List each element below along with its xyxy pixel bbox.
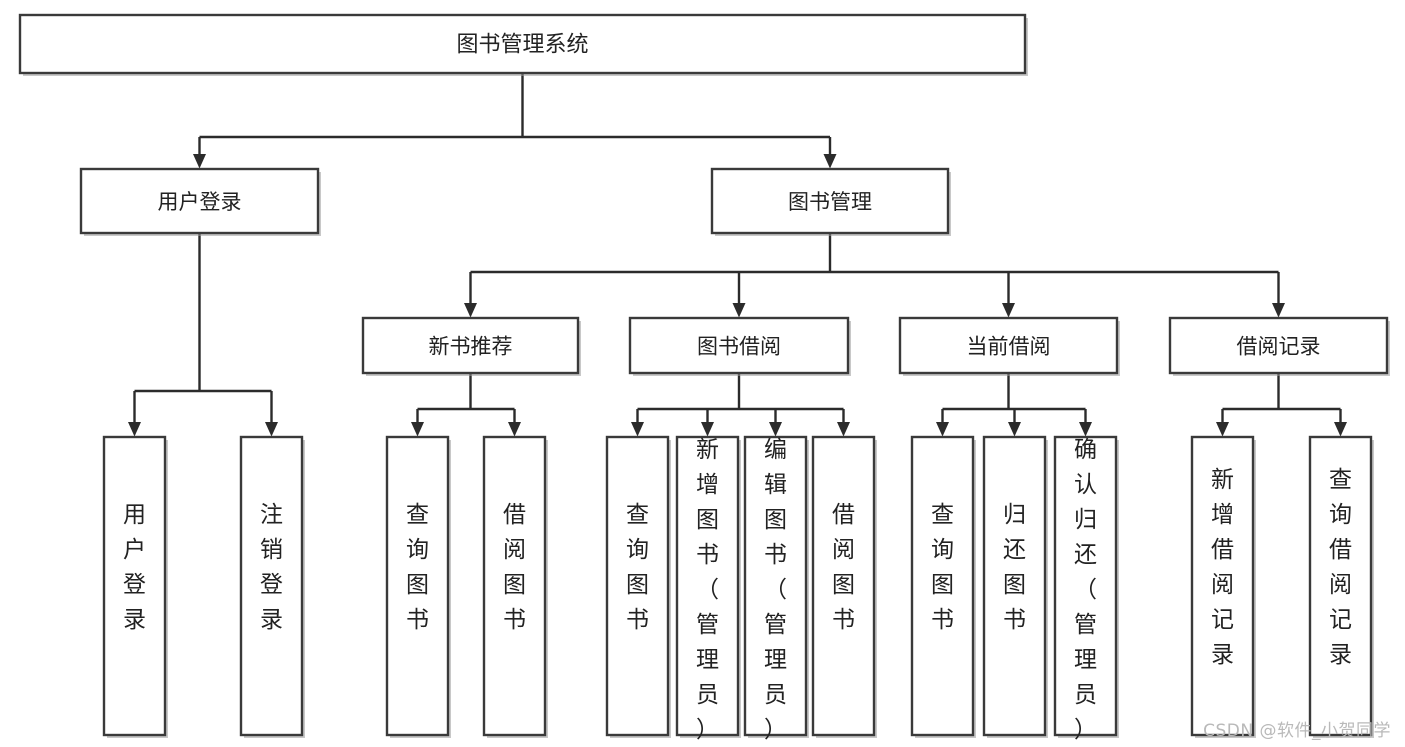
box-outline	[385, 435, 450, 737]
node-leaf-add-book-admin[interactable]: 新增图书（管理员）	[675, 435, 741, 743]
node-label-vertical: 查询图书	[931, 502, 954, 633]
edge-arrowhead	[732, 303, 746, 318]
node-leaf-logout-login[interactable]: 注销登录	[239, 435, 305, 738]
node-leaf-query-borrow-record[interactable]: 查询借阅记录	[1308, 435, 1374, 738]
box-outline	[605, 435, 670, 737]
node-leaf-confirm-return-admin[interactable]: 确认归还（管理员）	[1053, 435, 1119, 743]
edge-arrowhead	[1334, 422, 1347, 437]
node-label: 图书管理系统	[456, 33, 588, 58]
box-outline	[628, 316, 850, 375]
node-user-login[interactable]: 用户登录	[79, 167, 321, 236]
watermark-text: CSDN @软件_小贺同学	[1203, 721, 1391, 741]
box-outline	[482, 435, 547, 737]
edge-arrowhead	[1002, 303, 1015, 318]
node-leaf-edit-book-admin[interactable]: 编辑图书（管理员）	[743, 435, 809, 743]
edge-arrowhead	[823, 154, 837, 169]
box-outline	[910, 435, 975, 737]
edge-arrowhead	[508, 422, 521, 437]
node-label: 图书管理	[788, 190, 872, 214]
edge-arrowhead	[631, 422, 644, 437]
node-leaf-query-book-2[interactable]: 查询图书	[605, 435, 671, 738]
node-borrow-record[interactable]: 借阅记录	[1168, 316, 1390, 376]
node-leaf-query-book-1[interactable]: 查询图书	[385, 435, 451, 738]
nodes-layer: 图书管理系统用户登录图书管理新书推荐图书借阅当前借阅借阅记录用户登录注销登录查询…	[18, 13, 1390, 743]
node-leaf-return-book[interactable]: 归还图书	[982, 435, 1048, 738]
node-label-vertical: 查询图书	[406, 502, 429, 633]
box-outline	[675, 435, 740, 737]
node-label-vertical: 新增借阅记录	[1211, 467, 1234, 668]
node-label-vertical: 注销登录	[260, 502, 283, 633]
node-new-book-recommend[interactable]: 新书推荐	[361, 316, 581, 376]
box-outline	[79, 167, 320, 235]
node-current-borrow[interactable]: 当前借阅	[898, 316, 1120, 376]
edge-arrowhead	[769, 422, 782, 437]
edge-arrowhead	[265, 422, 278, 437]
node-label: 当前借阅	[967, 335, 1051, 359]
node-label-vertical: 用户登录	[123, 502, 146, 633]
node-leaf-borrow-book-2[interactable]: 借阅图书	[811, 435, 877, 738]
edge-arrowhead	[1008, 422, 1021, 437]
box-outline	[1308, 435, 1373, 737]
box-outline	[1053, 435, 1118, 737]
edge-arrowhead	[193, 154, 206, 169]
node-book-borrow[interactable]: 图书借阅	[628, 316, 851, 376]
edge-arrowhead	[1272, 303, 1285, 318]
box-outline	[1190, 435, 1255, 737]
node-leaf-borrow-book-1[interactable]: 借阅图书	[482, 435, 548, 738]
box-outline	[710, 167, 950, 235]
box-outline	[18, 13, 1027, 75]
node-leaf-query-book-3[interactable]: 查询图书	[910, 435, 976, 738]
box-outline	[102, 435, 167, 737]
box-outline	[982, 435, 1047, 737]
node-label-vertical: 借阅图书	[832, 502, 855, 633]
box-outline	[811, 435, 876, 737]
node-root-图书管理系统[interactable]: 图书管理系统	[18, 13, 1028, 76]
box-outline	[743, 435, 808, 737]
edge-arrowhead	[464, 303, 477, 318]
box-outline	[1168, 316, 1389, 375]
node-label-vertical: 查询图书	[626, 502, 649, 633]
node-book-manage[interactable]: 图书管理	[710, 167, 951, 236]
node-label-vertical: 借阅图书	[503, 502, 526, 633]
node-label-vertical: 编辑图书（管理员）	[764, 437, 787, 743]
node-label: 新书推荐	[429, 335, 513, 359]
node-label-vertical: 新增图书（管理员）	[696, 437, 719, 743]
edge-arrowhead	[837, 422, 850, 437]
node-label-vertical: 归还图书	[1003, 502, 1026, 633]
box-outline	[898, 316, 1119, 375]
edge-arrowhead	[1079, 422, 1092, 437]
edge-arrowhead	[701, 422, 714, 437]
edge-arrowhead	[936, 422, 949, 437]
node-label-vertical: 确认归还（管理员）	[1074, 437, 1097, 743]
node-leaf-user-login[interactable]: 用户登录	[102, 435, 168, 738]
edge-arrowhead	[128, 422, 141, 437]
edge-arrowhead	[1216, 422, 1229, 437]
node-label: 用户登录	[158, 190, 242, 214]
box-outline	[361, 316, 580, 375]
box-outline	[239, 435, 304, 737]
node-label-vertical: 查询借阅记录	[1329, 467, 1352, 668]
edge-arrowhead	[411, 422, 424, 437]
node-label: 借阅记录	[1237, 335, 1321, 359]
node-label: 图书借阅	[697, 335, 781, 359]
edges-layer	[128, 73, 1347, 437]
node-leaf-add-borrow-record[interactable]: 新增借阅记录	[1190, 435, 1256, 738]
